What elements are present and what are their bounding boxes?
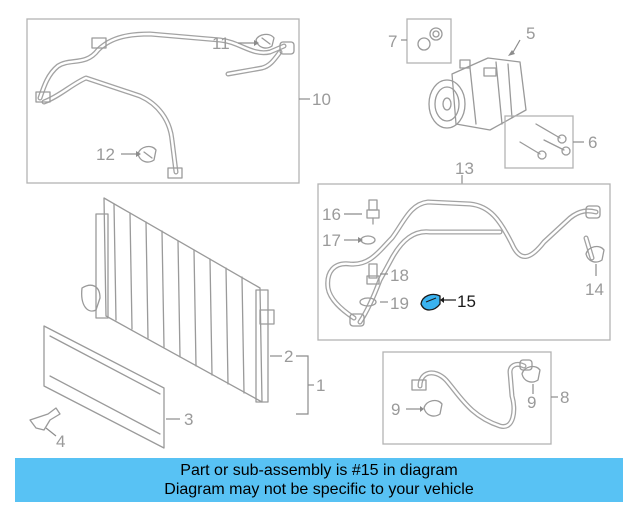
hose-clamp-9b[interactable] (521, 365, 541, 383)
refrigerant-hose-assembly[interactable] (35, 31, 295, 179)
callout-10: 10 (312, 90, 331, 109)
air-guide-panel-3[interactable] (43, 325, 165, 449)
callout-2: 2 (284, 347, 293, 366)
callout-9-left: 9 (391, 400, 400, 419)
callout-7: 7 (388, 32, 397, 51)
callout-8: 8 (560, 388, 569, 407)
highlighted-part-15[interactable] (420, 293, 441, 311)
condenser-assembly[interactable] (81, 197, 275, 403)
discharge-hose-assembly[interactable] (411, 359, 533, 429)
o-ring-kit-7[interactable] (417, 27, 443, 51)
mounting-bracket-4[interactable] (29, 407, 61, 431)
callout-1: 1 (316, 376, 325, 395)
hose-clamp-12[interactable] (137, 145, 157, 163)
callout-4: 4 (56, 432, 65, 451)
group-box-13 (317, 183, 611, 341)
sensor-18[interactable] (366, 263, 380, 285)
group-box-10 (26, 18, 300, 184)
callout-5: 5 (526, 24, 535, 43)
group-box-6 (504, 115, 574, 169)
callout-14: 14 (585, 280, 604, 299)
callout-12: 12 (96, 145, 115, 164)
banner-line-2: Diagram may not be specific to your vehi… (164, 481, 474, 498)
info-banner: Part or sub-assembly is #15 in diagram D… (15, 458, 623, 502)
callout-11: 11 (212, 34, 230, 53)
callout-15: 15 (457, 292, 476, 311)
banner-line-1: Part or sub-assembly is #15 in diagram (180, 462, 458, 479)
callout-9-right: 9 (527, 393, 536, 412)
group-box-7 (406, 18, 452, 64)
hose-clamp-9a[interactable] (423, 399, 443, 417)
callout-3: 3 (184, 410, 193, 429)
exploded-parts-diagram: 11 12 10 7 5 6 13 (26, 18, 611, 451)
compressor-bolts-6[interactable] (519, 123, 571, 160)
clamp-14[interactable] (585, 245, 605, 263)
pressure-switch-16[interactable] (366, 199, 380, 225)
o-ring-19[interactable] (359, 297, 377, 307)
hose-clamp-11[interactable] (255, 33, 275, 49)
callout-16: 16 (322, 205, 341, 224)
condenser-fins (113, 203, 245, 394)
callout-13: 13 (455, 159, 474, 178)
ac-compressor[interactable] (428, 57, 527, 131)
o-ring-17[interactable] (360, 235, 376, 245)
suction-line-assembly[interactable] (325, 199, 601, 327)
callout-18: 18 (390, 266, 409, 285)
callout-6: 6 (588, 133, 597, 152)
group-box-8 (382, 351, 552, 445)
callout-17: 17 (322, 231, 341, 250)
callout-19: 19 (390, 294, 409, 313)
